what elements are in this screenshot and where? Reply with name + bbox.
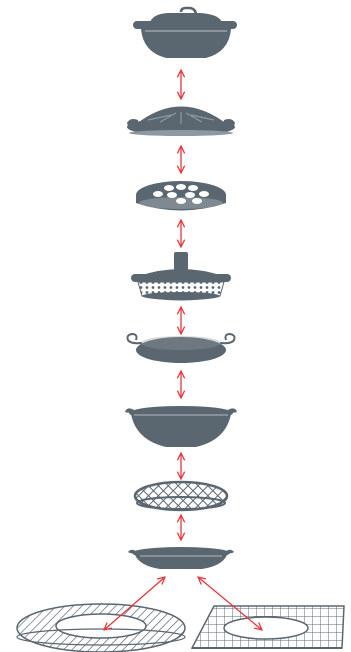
steamer-icon (131, 252, 231, 300)
rectangular-grate-icon (192, 606, 344, 648)
deep-skillet-icon (125, 406, 237, 447)
shallow-pan-icon (128, 547, 234, 569)
egg-poacher-icon (136, 181, 226, 211)
round-ring-icon (17, 604, 185, 652)
round-grate-icon (135, 482, 227, 510)
domed-lid-icon (127, 107, 235, 137)
covered-pot-icon (133, 8, 237, 58)
griddle-plate-icon (128, 334, 235, 363)
